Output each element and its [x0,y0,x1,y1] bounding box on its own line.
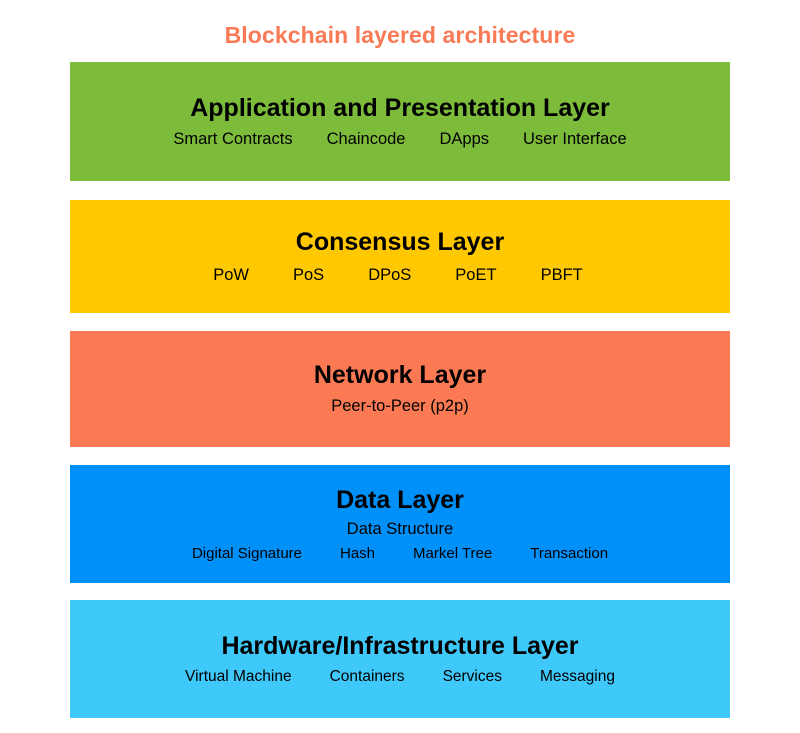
layer-item: User Interface [523,130,627,149]
layer-item: Markel Tree [413,544,493,562]
layer-item: Virtual Machine [185,668,292,686]
layer-subtitle-data: Data Structure [346,519,454,538]
layer-item: Messaging [540,668,615,686]
layer-item: PoS [293,265,325,284]
layer-title-network: Network Layer [313,361,487,390]
layer-item: DApps [439,130,489,149]
layer-hardware-infrastructure: Hardware/Infrastructure Layer Virtual Ma… [70,600,730,718]
layer-consensus: Consensus Layer PoW PoS DPoS PoET PBFT [70,200,730,313]
layer-item: PBFT [540,265,583,284]
layer-application-and-presentation: Application and Presentation Layer Smart… [70,62,730,181]
layer-title-consensus: Consensus Layer [295,228,505,257]
page-title: Blockchain layered architecture [224,22,576,48]
layer-items-data: Digital Signature Hash Markel Tree Trans… [192,545,608,562]
layer-item: Services [442,668,502,686]
layer-title-application: Application and Presentation Layer [190,93,610,122]
layer-title-data: Data Layer [336,486,464,515]
layer-item: PoW [213,265,249,284]
layer-item: PoET [455,265,497,284]
layer-network: Network Layer Peer-to-Peer (p2p) [70,331,730,447]
layer-item: DPoS [368,265,412,284]
layer-item: Containers [329,668,405,686]
layer-items-application: Smart Contracts Chaincode DApps User Int… [173,130,626,149]
layer-subtitle-network: Peer-to-Peer (p2p) [331,396,469,415]
layer-item: Chaincode [326,130,406,149]
layer-items-hardware: Virtual Machine Containers Services Mess… [185,668,615,686]
layer-item: Digital Signature [191,544,302,562]
layer-data: Data Layer Data Structure Digital Signat… [70,465,730,583]
layer-title-hardware: Hardware/Infrastructure Layer [221,631,579,660]
layer-items-consensus: PoW PoS DPoS PoET PBFT [213,266,583,285]
layer-item: Transaction [530,544,609,562]
layer-item: Hash [340,544,376,562]
layer-item: Smart Contracts [173,130,293,149]
